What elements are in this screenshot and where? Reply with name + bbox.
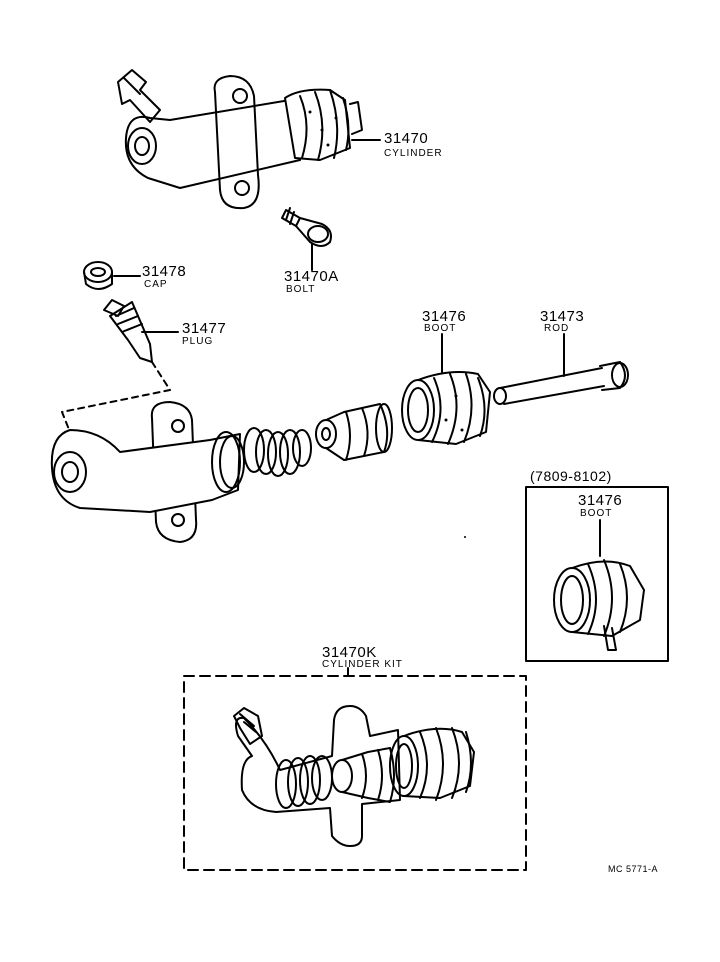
boot-part-number: 31476: [422, 308, 467, 325]
kit-contents-drawing: [233, 705, 475, 847]
rod-part-number: 31473: [540, 308, 585, 325]
cylinder-part-number: 31470: [384, 130, 429, 147]
rod-drawing: [493, 361, 629, 405]
plug-part-number: 31477: [182, 320, 227, 337]
cap-part-name: CAP: [144, 279, 168, 290]
variant-part-name: BOOT: [580, 508, 613, 519]
plug-position-dashed-line: [61, 361, 171, 433]
kit-part-name: CYLINDER KIT: [322, 659, 403, 670]
plug-part-name: PLUG: [182, 336, 214, 347]
rod-part-name: ROD: [544, 323, 570, 334]
bolt-part-name: BOLT: [286, 284, 316, 295]
variant-date-range: (7809-8102): [530, 468, 612, 484]
cylinder-assembly-drawing: [117, 69, 363, 210]
bolt-part-number: 31470A: [284, 268, 339, 285]
kit-dashed-box: [183, 675, 527, 871]
spring-drawing: [243, 427, 312, 477]
cylinder-part-name: CYLINDER: [384, 148, 443, 159]
diagram-reference-code: MC 5771-A: [608, 864, 659, 874]
cap-drawing: [83, 261, 113, 290]
variant-part-number: 31476: [578, 492, 623, 509]
stray-dot: [464, 536, 466, 538]
kit-part-number: 31470K: [322, 644, 377, 661]
variant-boot-drawing: [553, 559, 645, 651]
variant-box: [525, 486, 669, 662]
bolt-drawing: [281, 207, 332, 247]
cylinder-body-drawing: [50, 401, 245, 543]
boot-part-name: BOOT: [424, 323, 457, 334]
cap-part-number: 31478: [142, 263, 187, 280]
piston-drawing: [315, 403, 393, 461]
boot-drawing: [401, 371, 491, 445]
